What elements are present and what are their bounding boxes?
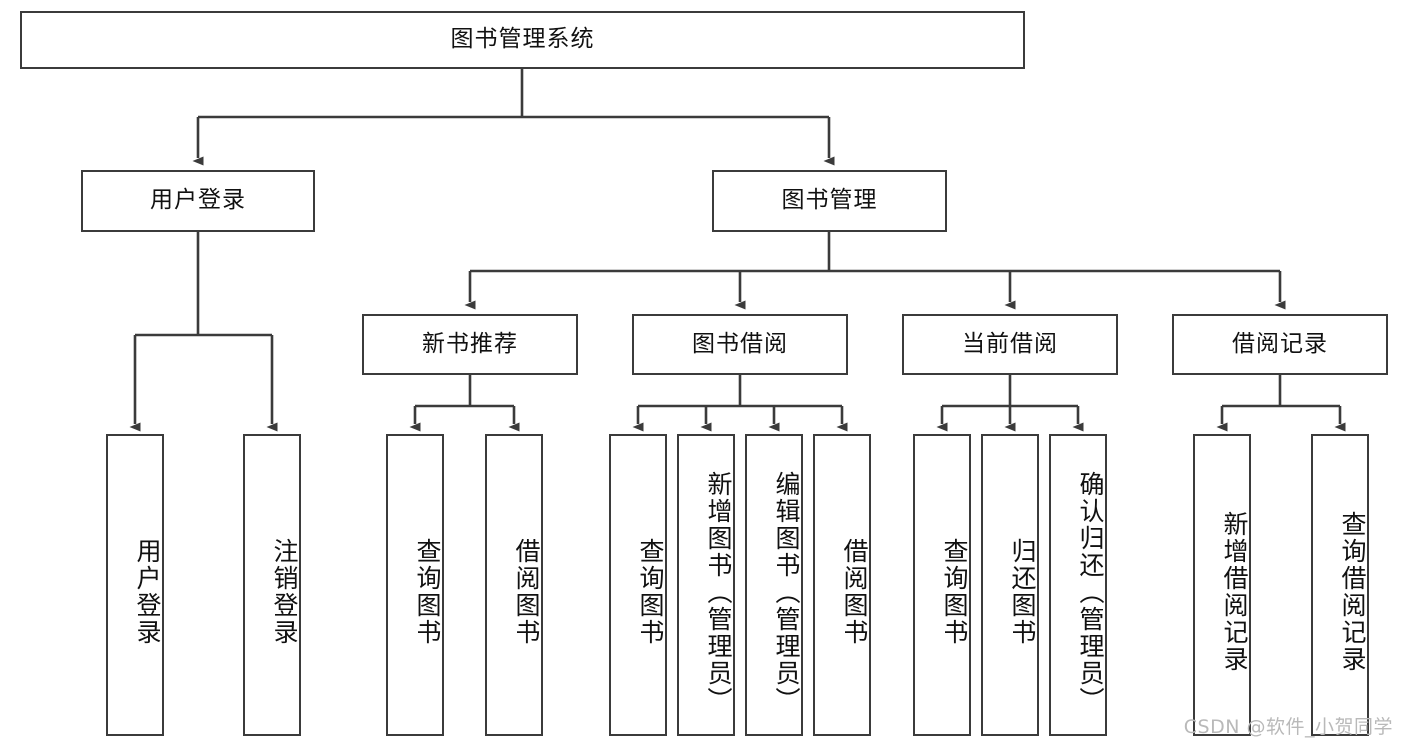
leaf-current-confirm-return-admin[interactable]: 确认归还（管理员）	[1049, 434, 1107, 736]
leaf-newbook-borrow-book[interactable]: 借阅图书	[485, 434, 543, 736]
leaf-current-return-book-label: 归还图书	[1008, 538, 1037, 646]
leaf-borrow-borrow-book[interactable]: 借阅图书	[813, 434, 871, 736]
leaf-current-confirm-return-admin-label: 确认归还（管理员）	[1076, 470, 1105, 714]
leaf-borrow-edit-book-admin-label: 编辑图书（管理员）	[772, 470, 801, 714]
leaf-logout[interactable]: 注销登录	[243, 434, 301, 736]
node-borrow-records-label: 借阅记录	[1232, 330, 1328, 357]
leaf-borrow-add-book-admin[interactable]: 新增图书（管理员）	[677, 434, 735, 736]
leaf-borrow-borrow-book-label: 借阅图书	[840, 538, 869, 646]
node-current-borrow[interactable]: 当前借阅	[902, 314, 1118, 375]
node-new-book-recommend[interactable]: 新书推荐	[362, 314, 578, 375]
leaf-current-query-book[interactable]: 查询图书	[913, 434, 971, 736]
node-book-borrow[interactable]: 图书借阅	[632, 314, 848, 375]
node-user-login-label: 用户登录	[150, 187, 246, 214]
leaf-current-return-book[interactable]: 归还图书	[981, 434, 1039, 736]
node-book-borrow-label: 图书借阅	[692, 330, 788, 357]
leaf-records-query-record-label: 查询借阅记录	[1338, 511, 1367, 673]
leaf-borrow-query-book-label: 查询图书	[636, 538, 665, 646]
node-root-label: 图书管理系统	[450, 26, 595, 53]
node-book-management[interactable]: 图书管理	[712, 170, 947, 232]
node-book-management-label: 图书管理	[781, 187, 878, 214]
leaf-newbook-query-book[interactable]: 查询图书	[386, 434, 444, 736]
leaf-logout-label: 注销登录	[270, 538, 299, 646]
node-root[interactable]: 图书管理系统	[20, 11, 1025, 69]
leaf-borrow-add-book-admin-label: 新增图书（管理员）	[704, 470, 733, 714]
leaf-borrow-query-book[interactable]: 查询图书	[609, 434, 667, 736]
leaf-newbook-borrow-book-label: 借阅图书	[512, 538, 541, 646]
node-borrow-records[interactable]: 借阅记录	[1172, 314, 1388, 375]
leaf-user-login-label: 用户登录	[133, 538, 162, 646]
leaf-records-add-record-label: 新增借阅记录	[1220, 511, 1249, 673]
node-user-login[interactable]: 用户登录	[81, 170, 315, 232]
leaf-newbook-query-book-label: 查询图书	[413, 538, 442, 646]
csdn-watermark: CSDN @软件_小贺同学	[1183, 716, 1393, 738]
leaf-records-query-record[interactable]: 查询借阅记录	[1311, 434, 1369, 736]
node-current-borrow-label: 当前借阅	[962, 330, 1058, 357]
leaf-records-add-record[interactable]: 新增借阅记录	[1193, 434, 1251, 736]
leaf-borrow-edit-book-admin[interactable]: 编辑图书（管理员）	[745, 434, 803, 736]
node-new-book-recommend-label: 新书推荐	[422, 330, 518, 357]
leaf-user-login[interactable]: 用户登录	[106, 434, 164, 736]
leaf-current-query-book-label: 查询图书	[940, 538, 969, 646]
